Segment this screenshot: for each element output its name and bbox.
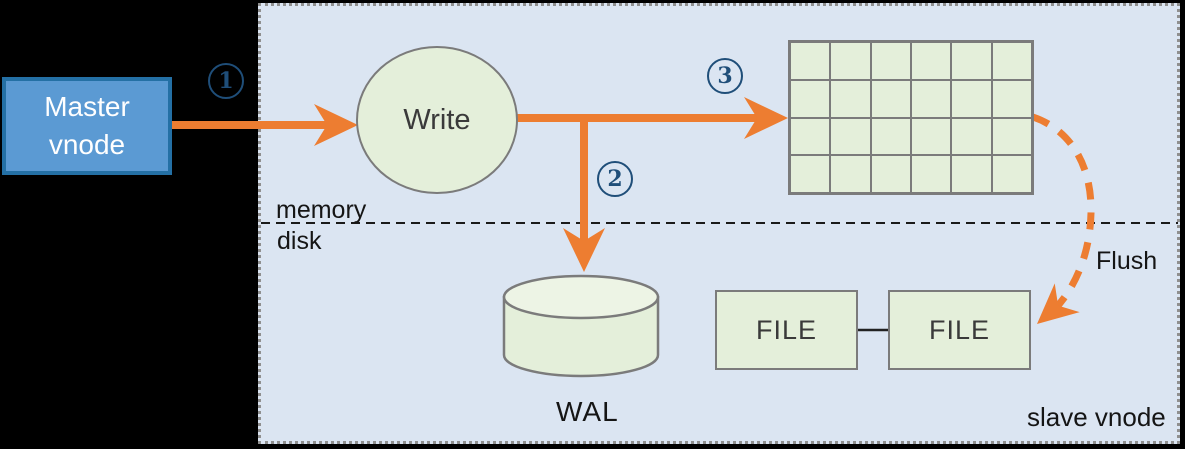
memtable-cell [790,117,831,156]
memtable-cell [870,117,911,156]
master-vnode-label: Master vnode [44,91,130,160]
memtable-cell [951,79,992,118]
memtable-cell [870,42,911,80]
memtable-cell [910,79,952,118]
flush-label: Flush [1096,247,1158,275]
step3-arrow [514,97,788,139]
file-label: FILE [928,314,991,345]
memtable-cell [910,117,952,156]
write-ellipse: Write [356,46,518,194]
master-vnode-box: Master vnode [2,77,172,175]
memtable-cell [870,155,911,193]
file-box-1: FILE [715,290,858,370]
memtable-cell [951,42,992,80]
memtable-cell [790,155,831,193]
file-box-2: FILE [888,290,1031,370]
memtable-cell [830,117,871,156]
slave-vnode-label: slave vnode [1027,402,1166,432]
memtable-cell [790,79,831,118]
memtable-cell [991,117,1032,156]
memtable-grid [788,40,1034,195]
step-number: 1 [218,68,234,94]
memtable-cell [830,155,871,193]
memory-label: memory [276,196,367,224]
step-number: 3 [717,63,733,89]
memtable-cell [910,42,952,80]
memtable-cell [790,42,831,80]
memtable-cell [991,42,1032,80]
memtable-cell [951,155,992,193]
memtable-cell [830,42,871,80]
memtable-cell [951,117,992,156]
write-label: Write [403,103,471,136]
disk-label: disk [277,227,322,255]
step2-arrow [563,114,605,272]
step1-arrow [172,104,358,146]
step-badge-3: 3 [707,58,743,94]
flush-arrow [1031,113,1095,324]
memtable-cell [910,155,952,193]
step-number: 2 [607,166,623,192]
memtable-cell [830,79,871,118]
wal-cylinder [502,274,660,378]
file-label: FILE [755,314,818,345]
memtable-cell [870,79,911,118]
step-badge-1: 1 [208,63,244,99]
step-badge-2: 2 [597,161,633,197]
memtable-cell [991,79,1032,118]
memtable-cell [991,155,1032,193]
wal-label: WAL [556,396,619,427]
